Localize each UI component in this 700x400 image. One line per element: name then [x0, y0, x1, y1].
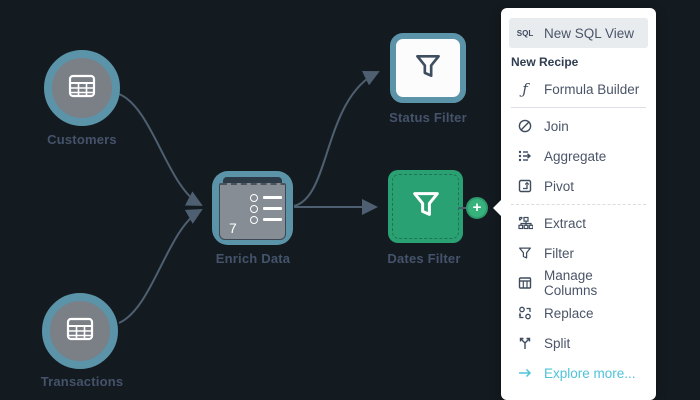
menu-item-label: Formula Builder	[544, 81, 640, 97]
split-icon	[515, 334, 535, 352]
menu-item-label: Manage Columns	[544, 268, 598, 298]
formula-icon: ƒ	[522, 80, 528, 98]
menu-item-label: Pivot	[544, 178, 575, 194]
selection-dashed-border	[392, 174, 459, 239]
menu-item-new-sql-view[interactable]: SQL New SQL View	[509, 18, 648, 48]
join-icon	[515, 117, 535, 135]
arrow-right-icon	[515, 364, 535, 382]
menu-item-replace[interactable]: Replace	[509, 298, 648, 328]
menu-item-formula-builder[interactable]: ƒ Formula Builder	[509, 74, 648, 104]
add-recipe-plus-button[interactable]: +	[466, 197, 488, 219]
table-icon	[68, 74, 96, 103]
menu-item-extract[interactable]: Extract	[509, 208, 648, 238]
menu-section-header: New Recipe	[511, 55, 579, 69]
menu-notch	[493, 200, 501, 216]
node-dates-filter[interactable]	[388, 170, 463, 243]
recipe-panel: 7	[219, 183, 286, 240]
menu-item-label: Replace	[544, 305, 594, 321]
menu-item-label: Join	[544, 118, 569, 134]
aggregate-icon	[515, 147, 535, 165]
plus-connector	[459, 207, 467, 209]
menu-item-filter[interactable]: Filter	[509, 238, 648, 268]
node-status-filter[interactable]	[390, 33, 466, 103]
menu-item-pivot[interactable]: Pivot	[509, 171, 648, 201]
table-icon	[66, 317, 94, 346]
menu-item-join[interactable]: Join	[509, 111, 648, 141]
menu-item-label: Filter	[544, 245, 574, 261]
stack-layer	[223, 177, 282, 183]
manage-columns-icon	[515, 274, 535, 292]
extract-icon	[515, 214, 535, 232]
node-label-dates-filter: Dates Filter	[387, 251, 461, 266]
list-icon	[250, 192, 282, 225]
filter-icon	[515, 244, 535, 262]
funnel-icon	[412, 51, 444, 86]
funnel-icon	[409, 188, 443, 225]
menu-divider	[511, 107, 646, 108]
menu-item-label: New SQL View	[544, 25, 635, 41]
node-label-customers: Customers	[47, 132, 117, 147]
recipe-node-enrich-data[interactable]: 7	[212, 171, 293, 245]
menu-item-label: Explore more...	[544, 365, 636, 381]
menu-item-label: Aggregate	[544, 148, 607, 164]
menu-item-label: Extract	[544, 215, 587, 231]
menu-item-aggregate[interactable]: Aggregate	[509, 141, 648, 171]
step-count-badge: 7	[229, 220, 237, 236]
replace-icon	[515, 304, 535, 322]
pivot-icon	[515, 177, 535, 195]
sql-icon: SQL	[516, 28, 534, 38]
menu-item-explore-more[interactable]: Explore more...	[509, 358, 648, 388]
menu-item-manage-columns[interactable]: Manage Columns	[509, 268, 648, 298]
menu-item-label: Split	[544, 335, 571, 351]
node-label-enrich-data: Enrich Data	[215, 251, 291, 266]
dataset-node-customers[interactable]	[44, 50, 120, 126]
node-label-transactions: Transactions	[40, 374, 124, 389]
dataset-node-transactions[interactable]	[42, 293, 118, 369]
menu-divider-dashed	[511, 204, 646, 205]
recipe-context-menu: SQL New SQL View New Recipe ƒ Formula Bu…	[493, 8, 656, 400]
node-label-status-filter: Status Filter	[389, 110, 467, 125]
menu-item-split[interactable]: Split	[509, 328, 648, 358]
